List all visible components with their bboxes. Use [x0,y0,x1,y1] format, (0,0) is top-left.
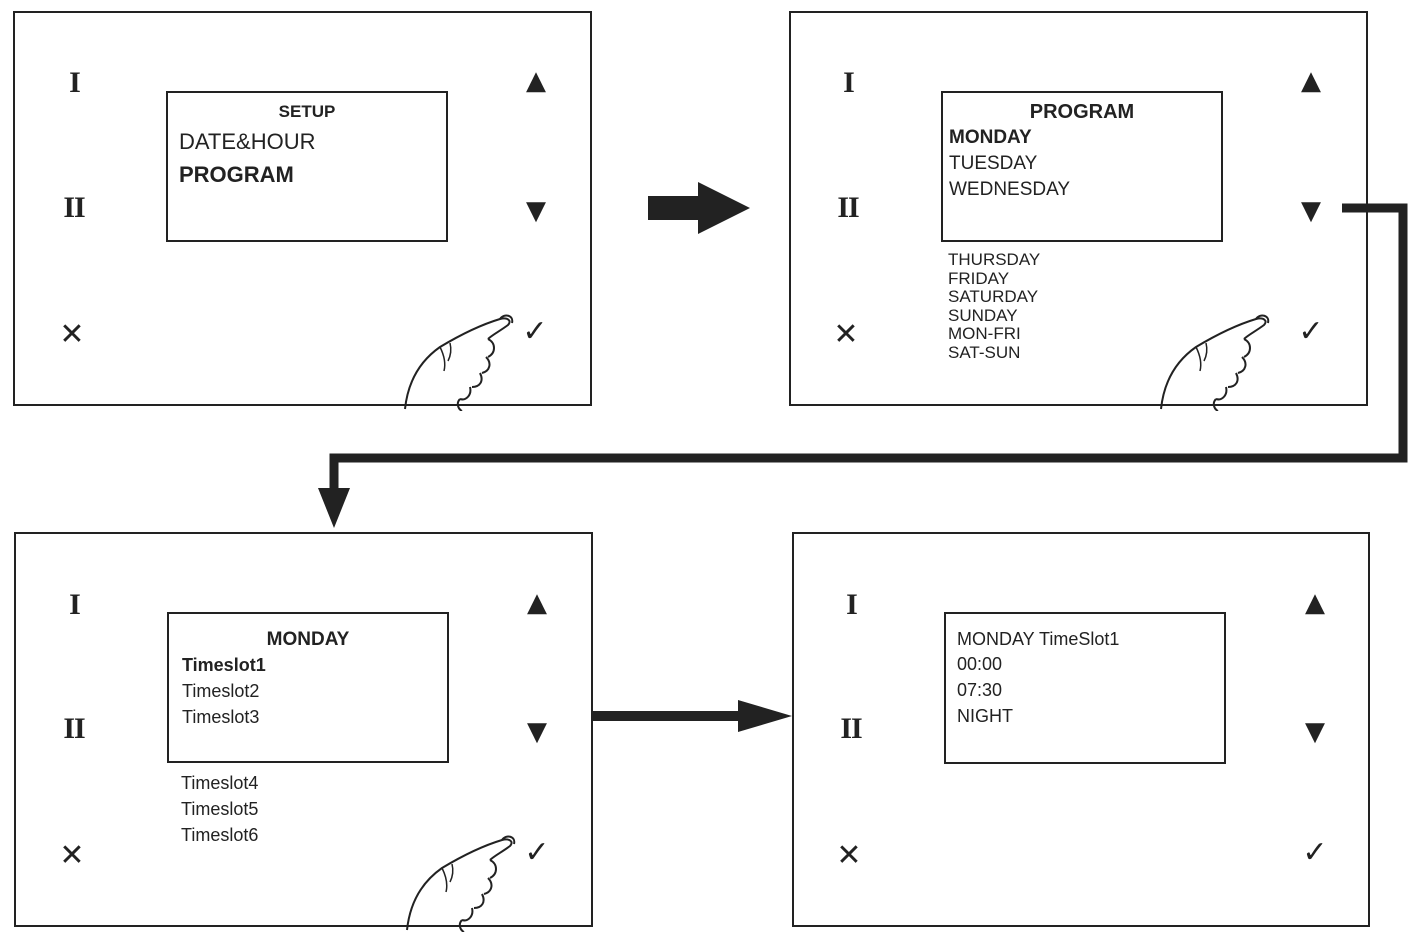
flow-arrow-right-2 [592,700,792,732]
display-screen: MONDAY Timeslot1 Timeslot2 Timeslot3 [167,612,449,763]
menu-item-tuesday: TUESDAY [949,153,1038,174]
button-two-icon[interactable]: II [837,191,859,224]
list-item: THURSDAY [948,250,1041,269]
up-arrow-icon[interactable]: ▲ [1301,66,1321,96]
button-one-icon[interactable]: I [69,66,81,99]
up-arrow-icon[interactable]: ▲ [1305,588,1325,618]
hand-pressing-icon [404,314,514,411]
button-two-icon[interactable]: II [840,712,862,745]
list-item: SATURDAY [948,287,1039,306]
cancel-icon[interactable]: ✕ [59,838,85,873]
timeslot-start-time: 00:00 [957,654,1003,674]
down-arrow-icon[interactable]: ▼ [1305,717,1325,747]
menu-item-wednesday: WEDNESDAY [949,179,1071,200]
ok-check-icon[interactable]: ✓ [1302,835,1328,870]
list-item: Timeslot6 [181,825,259,845]
list-item: Timeslot4 [181,773,259,793]
flow-arrow-right-1 [648,182,750,234]
button-one-icon[interactable]: I [69,588,81,621]
panel-monday: I II ✕ ▲ ▼ ✓ MONDAY Timeslot1 Timeslot2 … [14,532,593,932]
hand-pressing-icon [1160,314,1270,411]
screen-title: PROGRAM [1029,101,1135,123]
button-one-icon[interactable]: I [846,588,858,621]
timeslot-heading: MONDAY TimeSlot1 [957,629,1120,649]
list-item: MON-FRI [948,324,1021,343]
menu-item-timeslot3: Timeslot3 [182,707,260,727]
menu-item-monday-selected: MONDAY [949,127,1032,148]
list-item: SAT-SUN [948,342,1021,362]
hand-pressing-icon [406,835,516,932]
cancel-icon[interactable]: ✕ [833,317,859,352]
button-two-icon[interactable]: II [63,191,85,224]
up-arrow-icon[interactable]: ▲ [527,588,547,618]
screen-title: SETUP [278,102,336,121]
button-one-icon[interactable]: I [843,66,855,99]
timeslot-end-time: 07:30 [957,680,1003,700]
list-item: SUNDAY [948,305,1018,325]
menu-item-program-selected: PROGRAM [179,162,294,187]
offscreen-list: THURSDAY FRIDAY SATURDAY SUNDAY MON-FRI … [948,250,1041,362]
ok-check-icon[interactable]: ✓ [522,314,548,349]
ok-check-icon[interactable]: ✓ [524,835,550,870]
down-arrow-icon[interactable]: ▼ [526,196,546,226]
screen-title: MONDAY [266,629,350,650]
cancel-icon[interactable]: ✕ [836,838,862,873]
down-arrow-icon[interactable]: ▼ [527,717,547,747]
down-arrow-icon[interactable]: ▼ [1301,196,1321,226]
ok-check-icon[interactable]: ✓ [1298,314,1324,349]
menu-item-date-hour: DATE&HOUR [179,129,316,154]
cancel-icon[interactable]: ✕ [59,317,85,352]
up-arrow-icon[interactable]: ▲ [526,66,546,96]
panel-setup: I II ✕ ▲ ▼ ✓ SETUP DATE&HOUR PROGRAM [13,11,592,411]
button-two-icon[interactable]: II [63,712,85,745]
panel-timeslot-detail: I II ✕ ▲ ▼ ✓ MONDAY TimeSlot1 00:00 07:3… [792,532,1370,927]
display-screen: SETUP DATE&HOUR PROGRAM [166,91,448,242]
menu-item-timeslot1-selected: Timeslot1 [182,655,266,675]
timeslot-mode: NIGHT [957,706,1013,726]
list-item: FRIDAY [948,268,1010,288]
display-screen: PROGRAM MONDAY TUESDAY WEDNESDAY [941,91,1223,242]
offscreen-list: Timeslot4 Timeslot5 Timeslot6 [181,770,258,848]
list-item: Timeslot5 [181,799,259,819]
panel-program: I II ✕ ▲ ▼ ✓ PROGRAM MONDAY TUESDAY WEDN… [789,11,1368,411]
display-screen: MONDAY TimeSlot1 00:00 07:30 NIGHT [944,612,1226,764]
menu-item-timeslot2: Timeslot2 [182,681,260,701]
